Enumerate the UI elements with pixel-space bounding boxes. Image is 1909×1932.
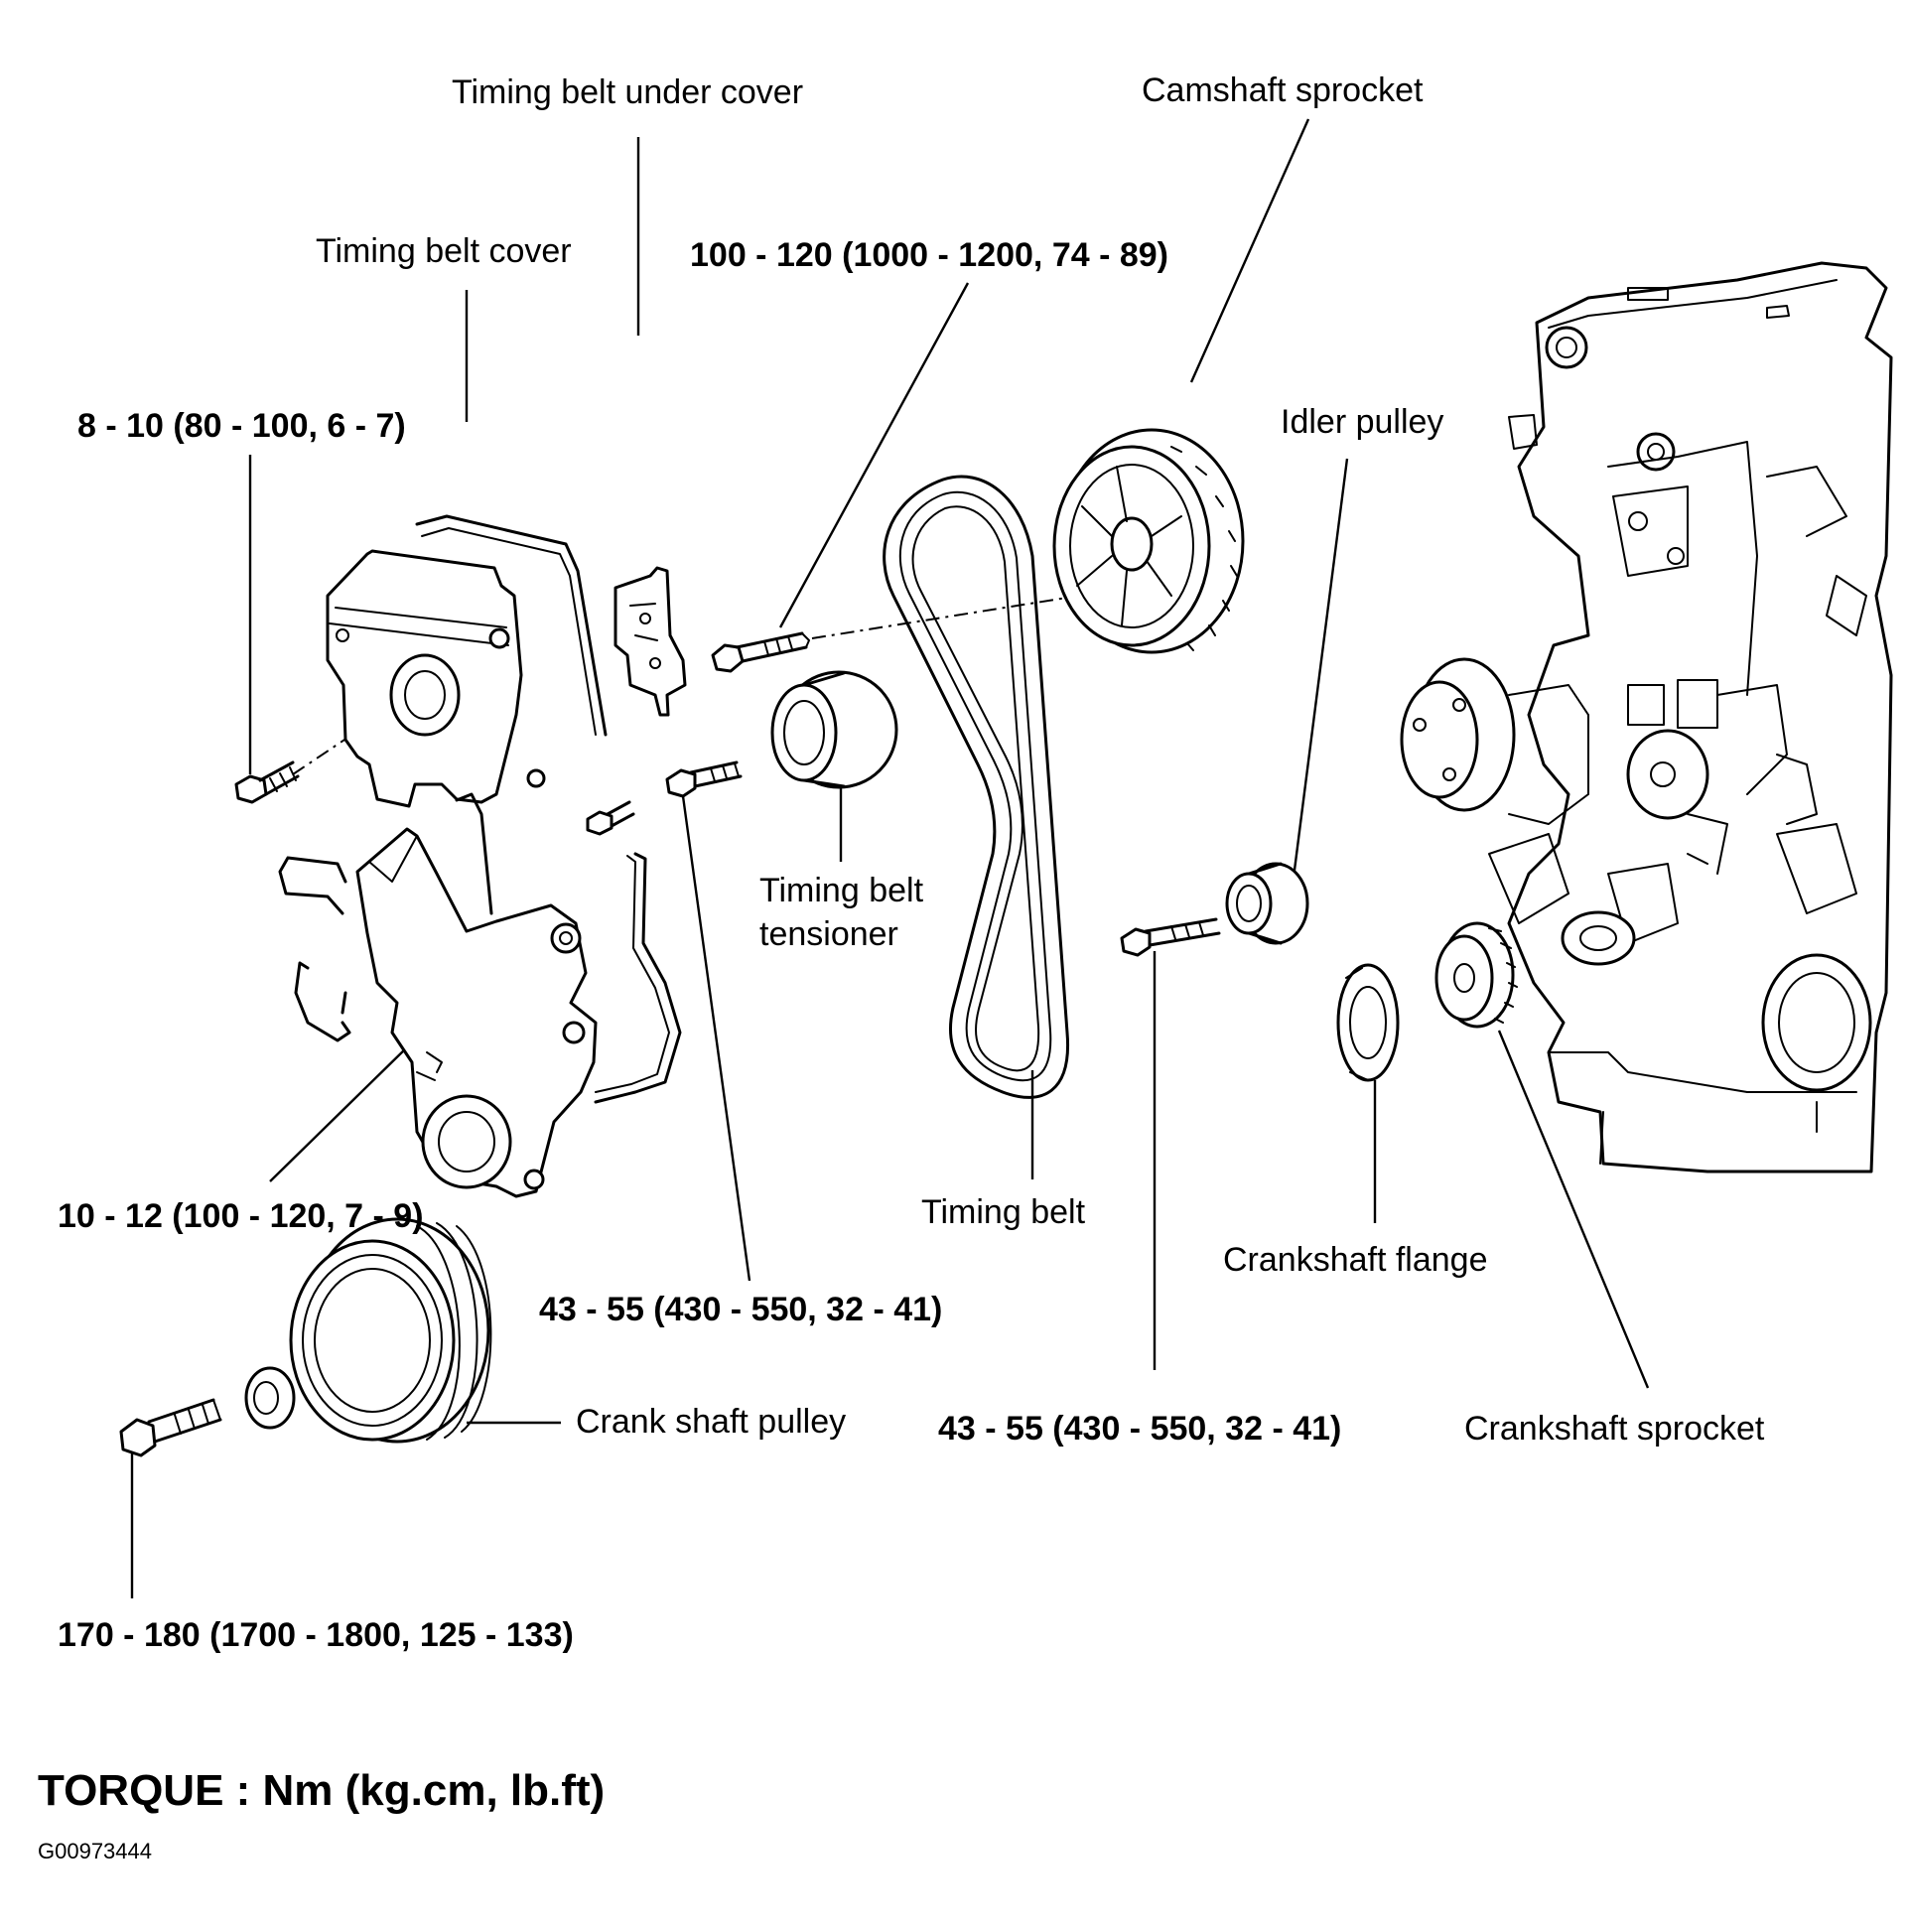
idler-pulley-part [1225, 862, 1309, 945]
timing-belt-tensioner-part [770, 670, 898, 789]
torque-tensioner-bolt: 43 - 55 (430 - 550, 32 - 41) [539, 1291, 942, 1328]
label-timing-belt: Timing belt [921, 1193, 1086, 1231]
label-idler-pulley: Idler pulley [1281, 403, 1443, 441]
torque-crank-pulley-bolt: 170 - 180 (1700 - 1800, 125 - 133) [58, 1616, 574, 1654]
engine-block [1400, 261, 1893, 1173]
torque-lower-cover-bolt: 10 - 12 (100 - 120, 7 - 9) [58, 1197, 424, 1235]
bolt-10-12 [586, 800, 635, 836]
label-timing-belt-tensioner-line2: tensioner [759, 915, 898, 953]
figure-code: G00973444 [38, 1839, 152, 1863]
camshaft-sprocket-part [1052, 428, 1245, 654]
torque-camshaft-bolt: 100 - 120 (1000 - 1200, 74 - 89) [690, 236, 1168, 274]
label-crankshaft-sprocket: Crankshaft sprocket [1464, 1410, 1765, 1448]
lower-timing-cover-part [355, 792, 682, 1198]
torque-units-legend: TORQUE : Nm (kg.cm, lb.ft) [38, 1766, 605, 1815]
tensioner-bolt [665, 760, 743, 798]
crankshaft-flange-part [1336, 963, 1400, 1082]
crank-pulley-bolt [119, 1398, 222, 1457]
bolt-8-10 [234, 760, 300, 804]
label-crank-shaft-pulley: Crank shaft pulley [576, 1403, 846, 1441]
label-crankshaft-flange: Crankshaft flange [1223, 1241, 1488, 1279]
crankshaft-sprocket-part [1434, 921, 1518, 1029]
label-camshaft-sprocket: Camshaft sprocket [1142, 71, 1424, 109]
pulley-washer [244, 1366, 296, 1430]
part-labels: Timing belt under cover Camshaft sprocke… [58, 71, 1765, 1654]
timing-belt-cover-part [326, 514, 608, 808]
retaining-clips [278, 856, 351, 1042]
crank-shaft-pulley-part [289, 1217, 492, 1444]
leader-lines [130, 118, 1650, 1598]
under-cover-bracket-part [614, 566, 687, 717]
idler-pulley-bolt [1120, 917, 1221, 957]
torque-idler-bolt: 43 - 55 (430 - 550, 32 - 41) [938, 1410, 1341, 1448]
label-timing-belt-under-cover: Timing belt under cover [452, 73, 803, 111]
label-timing-belt-tensioner-line1: Timing belt [759, 872, 924, 909]
label-timing-belt-cover: Timing belt cover [316, 232, 572, 270]
camshaft-bolt [711, 631, 810, 673]
torque-cover-bolt: 8 - 10 (80 - 100, 6 - 7) [77, 407, 406, 445]
timing-belt-part [883, 475, 1070, 1099]
